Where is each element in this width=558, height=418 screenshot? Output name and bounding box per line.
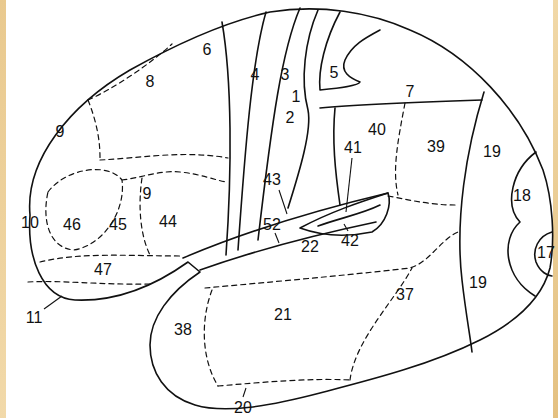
area-number: 44 bbox=[159, 214, 177, 230]
area-number: 38 bbox=[174, 322, 192, 338]
leader-line bbox=[44, 296, 62, 309]
leader-line bbox=[243, 388, 246, 397]
boundary-line bbox=[334, 108, 340, 205]
area-number: 8 bbox=[146, 74, 155, 90]
leader-line bbox=[275, 233, 279, 243]
dashed-boundary bbox=[88, 44, 172, 100]
area-number: 43 bbox=[263, 172, 281, 188]
brain-outline bbox=[30, 9, 553, 409]
dashed-boundary bbox=[350, 268, 412, 380]
boundary-line bbox=[318, 205, 380, 226]
area-number: 19 bbox=[469, 275, 487, 291]
area-number: 21 bbox=[274, 307, 292, 323]
area-number: 22 bbox=[301, 239, 319, 255]
area-number: 2 bbox=[286, 110, 295, 126]
boundary-line bbox=[508, 152, 536, 296]
leader-line bbox=[346, 158, 352, 212]
dashed-boundary bbox=[28, 282, 150, 285]
area-number: 10 bbox=[21, 215, 39, 231]
dashed-boundary bbox=[46, 170, 123, 250]
boundary-line bbox=[320, 100, 482, 108]
dashed-boundary bbox=[204, 290, 218, 386]
dashed-boundary bbox=[100, 155, 228, 160]
area-number: 41 bbox=[344, 140, 362, 156]
dashed-boundary bbox=[388, 196, 455, 205]
area-number: 5 bbox=[330, 65, 339, 81]
area-number: 9 bbox=[143, 186, 152, 202]
area-number: 37 bbox=[396, 287, 414, 303]
area-number: 42 bbox=[341, 233, 359, 249]
boundary-line bbox=[222, 22, 230, 255]
paper-panel bbox=[6, 0, 553, 418]
area-number: 6 bbox=[203, 42, 212, 58]
dashed-boundary bbox=[218, 379, 350, 386]
area-41-42-outline bbox=[300, 193, 389, 235]
dashed-boundary bbox=[88, 100, 100, 160]
leader-line bbox=[344, 224, 348, 231]
dashed-boundary bbox=[205, 232, 458, 288]
area-number: 20 bbox=[234, 400, 252, 416]
area-number: 47 bbox=[94, 262, 112, 278]
area-number: 3 bbox=[281, 67, 290, 83]
boundary-line bbox=[460, 92, 484, 352]
area-number: 46 bbox=[63, 217, 81, 233]
area-number: 17 bbox=[537, 245, 555, 261]
area-number: 4 bbox=[251, 67, 260, 83]
area-number: 18 bbox=[513, 188, 531, 204]
area-number: 40 bbox=[368, 122, 386, 138]
area-number: 19 bbox=[483, 144, 501, 160]
area-number: 45 bbox=[109, 217, 127, 233]
dashed-boundary bbox=[40, 255, 182, 262]
leader-line bbox=[279, 190, 287, 214]
area-number: 39 bbox=[427, 139, 445, 155]
area-number: 7 bbox=[406, 84, 415, 100]
boundary-line bbox=[288, 10, 318, 208]
area-number: 1 bbox=[292, 89, 301, 105]
boundary-line bbox=[258, 8, 300, 240]
area-number: 52 bbox=[263, 217, 281, 233]
dashed-boundary bbox=[122, 172, 226, 182]
area-5-outline bbox=[320, 12, 380, 90]
area-number: 9 bbox=[56, 124, 65, 140]
area-number: 11 bbox=[26, 310, 43, 326]
dashed-boundary bbox=[396, 103, 405, 195]
